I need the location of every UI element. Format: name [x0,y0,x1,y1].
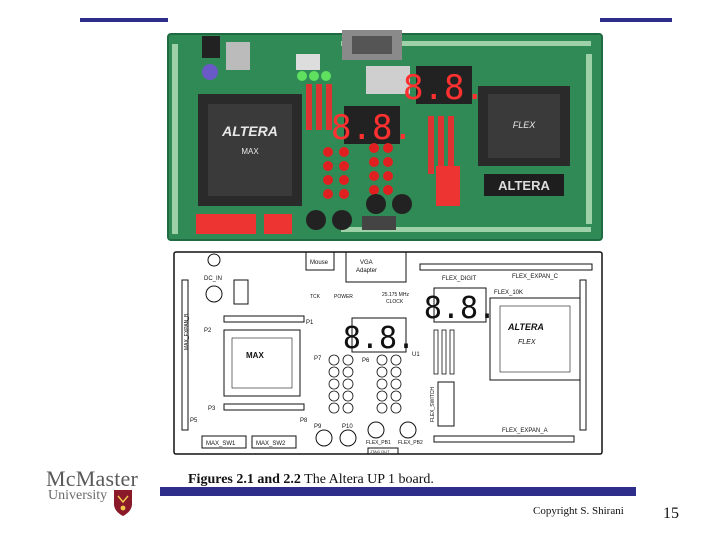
bottom-accent-bar [160,487,636,496]
top-right-accent-bar [600,18,672,22]
flex-expan-c-label: FLEX_EXPAN_C [512,274,559,280]
caption-text: The Altera UP 1 board. [300,472,434,487]
svg-text:8.8.: 8.8. [424,291,496,326]
svg-text:ALTERA: ALTERA [221,123,278,139]
vga-adapter-label: Adapter [356,268,377,274]
p1-label: P1 [306,320,314,326]
max-expan-b-label: MAX_EXPAN_B [184,313,190,350]
mcmaster-logo: McMaster University [46,466,146,526]
dc-in-label: DC_IN [204,276,222,282]
figure-caption: Figures 2.1 and 2.2 The Altera UP 1 boar… [188,472,434,488]
p2-label: P2 [204,328,212,334]
mouse-label: Mouse [310,260,329,266]
board-photo: ALTERA MAX 8.8. 8.8. FLEX ALTERA [166,24,606,242]
altera-logo-label: ALTERA [507,322,544,332]
clock-freq-label: 25.175 MHz [382,292,409,298]
copyright-text: Copyright S. Shirani [533,505,624,517]
flex-digit-label: FLEX_DIGIT [442,276,477,282]
max-sw2-label: MAX_SW2 [256,441,286,447]
logo-name: McMaster [46,466,139,491]
svg-text:8.8.: 8.8. [331,108,413,148]
flex-expan-a-label: FLEX_EXPAN_A [502,428,548,434]
tck-label: TCK [310,294,321,300]
svg-text:8.8.: 8.8. [403,68,485,108]
max-chip-label: MAX [246,351,264,360]
svg-text:8.8.: 8.8. [343,321,415,356]
clock-label: CLOCK [386,299,404,305]
u1-label: U1 [412,352,420,358]
flex-10k-label: FLEX_10K [494,290,523,296]
max-sw1-label: MAX_SW1 [206,441,236,447]
jtag-out-label: JTAG OUT [370,449,390,454]
figure-label: Figures 2.1 and 2.2 [188,472,301,487]
p9-label: P9 [314,424,322,430]
p5-label: P5 [190,418,198,424]
flex-pb1-label: FLEX_PB1 [366,440,391,446]
p8-label: P8 [300,418,308,424]
svg-text:ALTERA: ALTERA [498,178,550,193]
power-label: POWER [334,294,353,300]
p7-label: P7 [314,356,322,362]
flex-switch-label: FLEX_SWITCH [430,387,436,422]
vga-label: VGA [360,260,373,266]
board-schematic: Mouse VGA Adapter DC_IN MAX_EXPAN_B MAX … [172,250,604,456]
top-left-accent-bar [80,18,168,22]
svg-text:MAX: MAX [241,147,259,156]
mcmaster-crest-icon [114,490,132,516]
logo-sub: University [48,488,108,503]
page-number: 15 [663,505,679,522]
flex-pb2-label: FLEX_PB2 [398,440,423,446]
flex-chip-label: FLEX [518,339,536,346]
p3-label: P3 [208,406,216,412]
svg-text:FLEX: FLEX [513,120,537,130]
p6-label: P6 [362,358,370,364]
p10-label: P10 [342,424,353,430]
